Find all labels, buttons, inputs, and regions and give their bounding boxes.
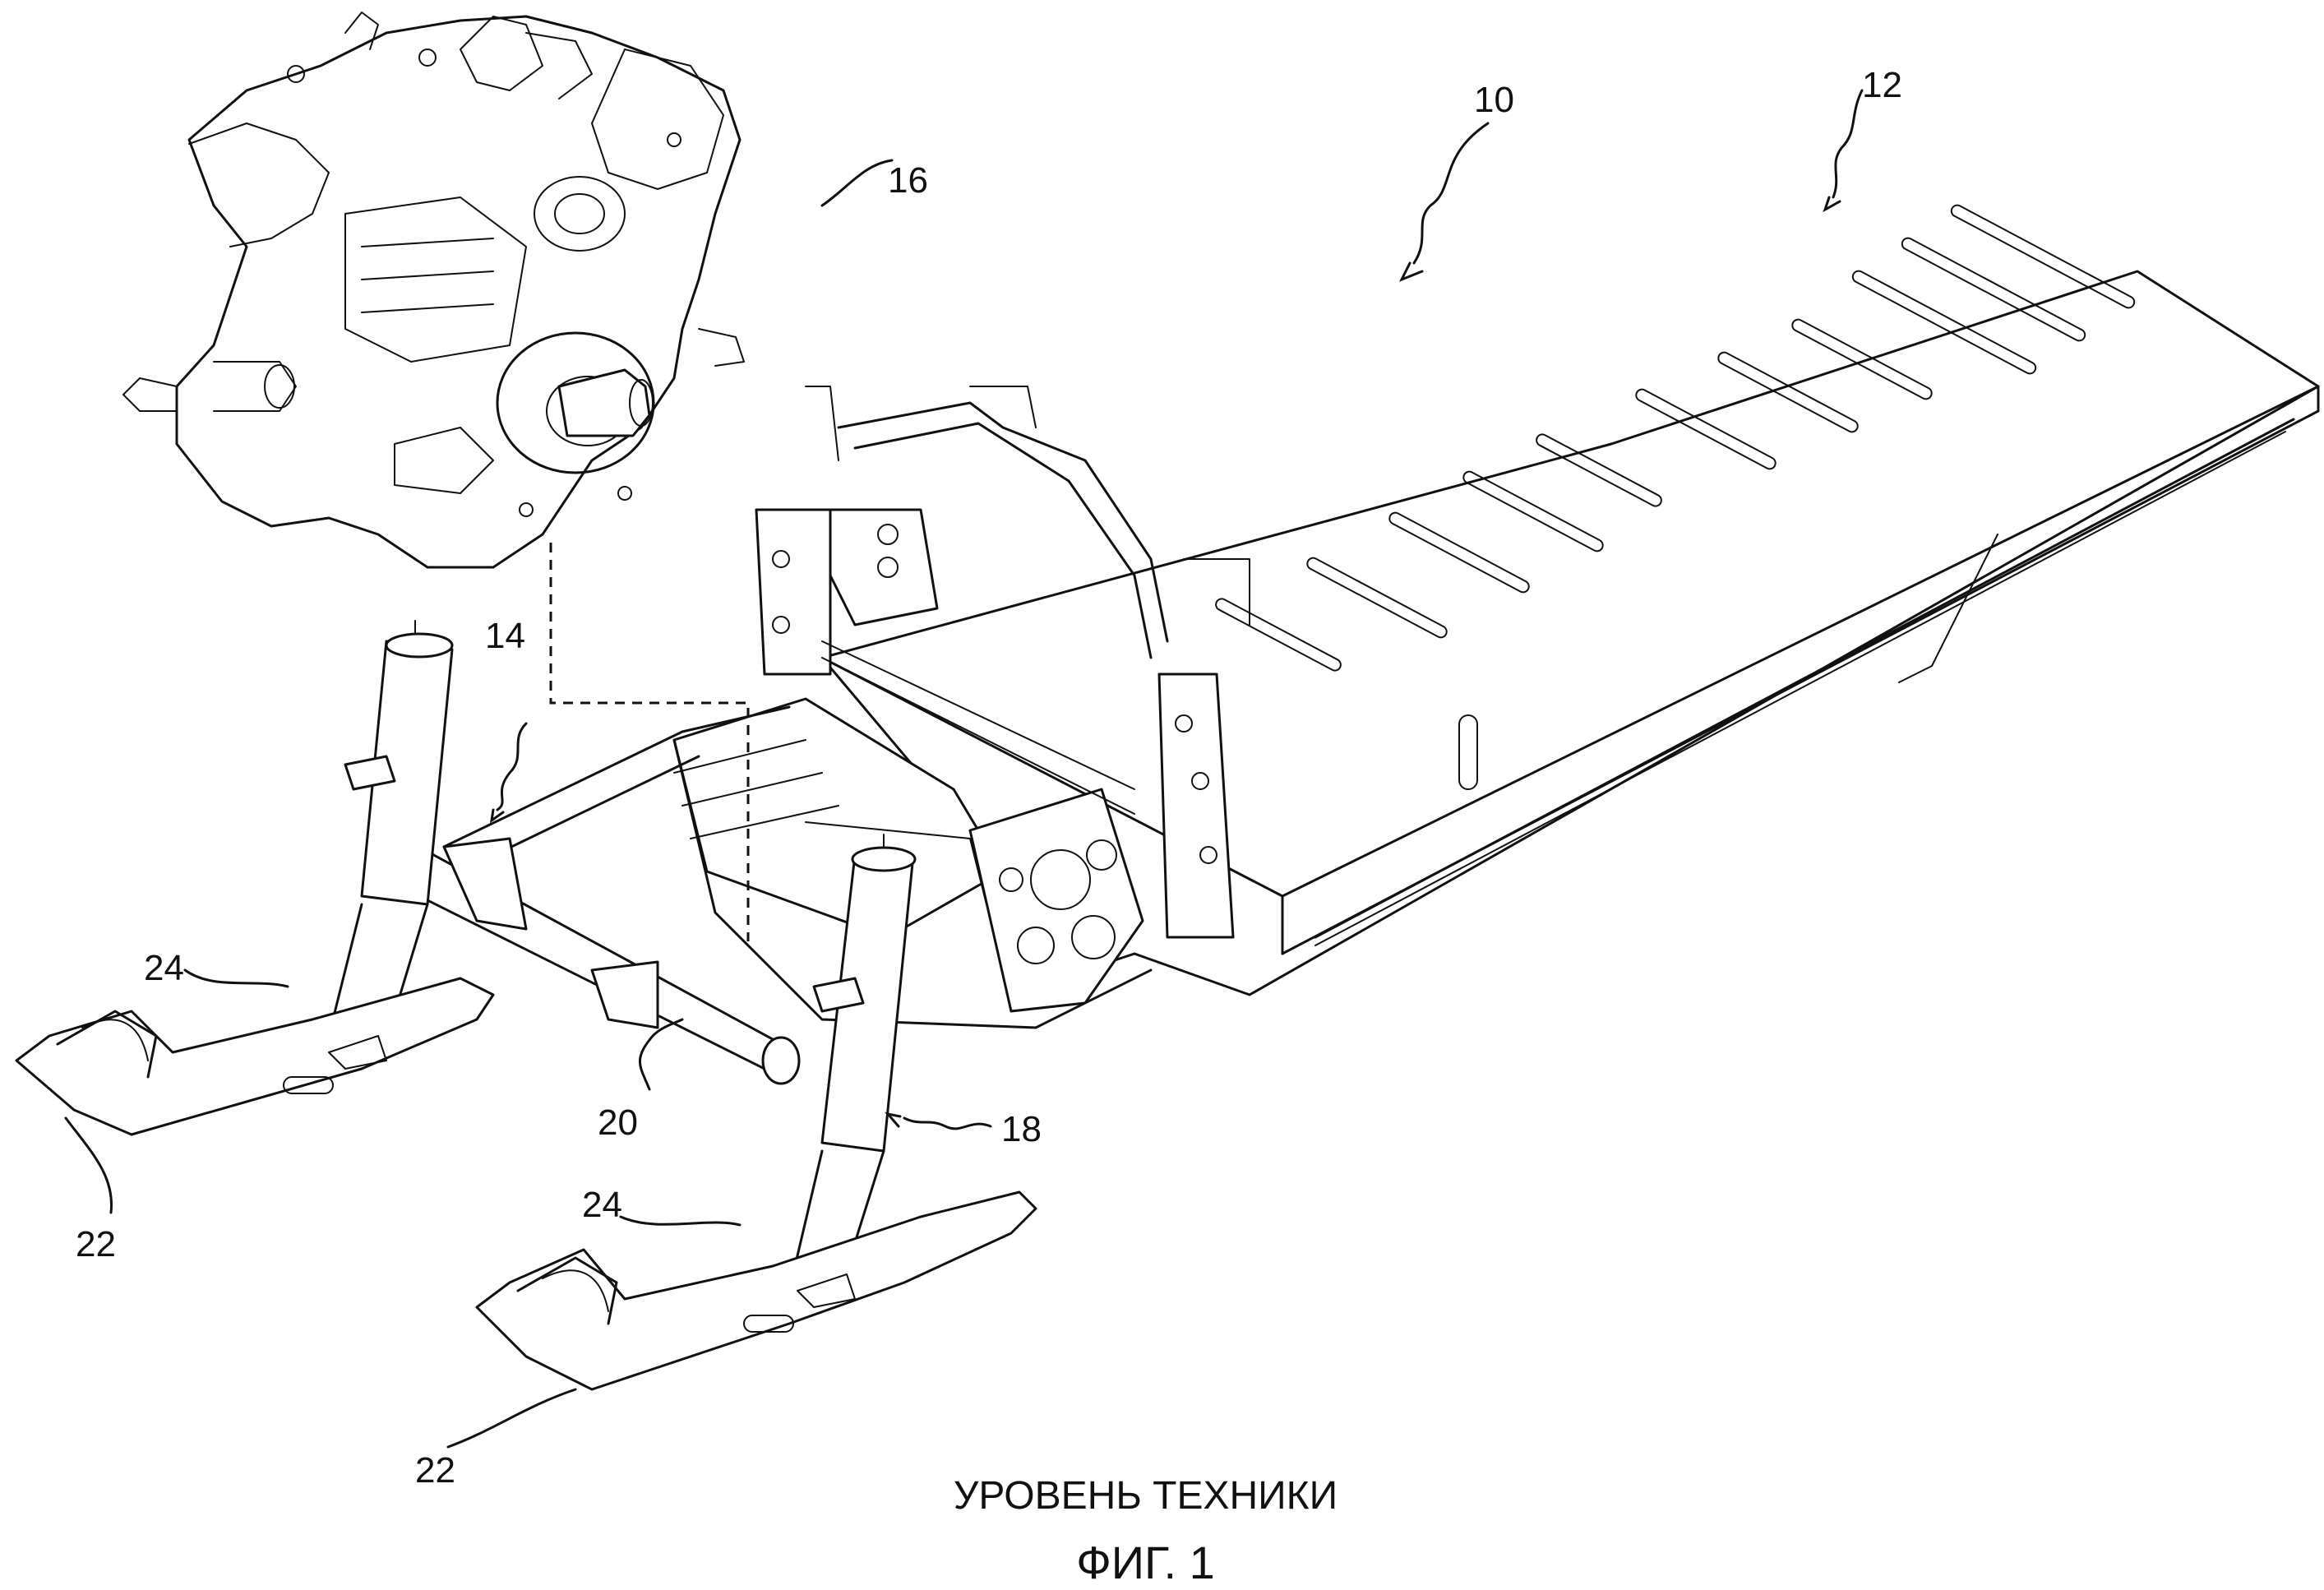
- leader-lines: [64, 89, 1864, 1449]
- upper-frame-drawing: [755, 386, 1250, 939]
- ref-label-22-right: 22: [415, 1450, 455, 1491]
- engine-mount-dashed-line: [549, 543, 750, 941]
- ref-label-20: 20: [598, 1102, 638, 1143]
- ref-label-22-left: 22: [76, 1224, 116, 1264]
- figure-caption: ФИГ. 1: [1076, 1537, 1215, 1588]
- front-frame-drawing: [442, 640, 1153, 1029]
- ref-label-24-right: 24: [582, 1185, 622, 1225]
- left-shock-drawing: [327, 620, 454, 1046]
- ref-label-10: 10: [1474, 80, 1514, 120]
- left-ski-drawing: [15, 977, 495, 1136]
- right-shock-drawing: [788, 834, 917, 1301]
- ref-label-14: 14: [485, 616, 525, 656]
- tunnel-slots: [1215, 204, 2136, 672]
- right-ski-drawing: [475, 1190, 1037, 1391]
- ref-label-24-left: 24: [144, 948, 184, 988]
- prior-art-caption: УРОВЕНЬ ТЕХНИКИ: [953, 1474, 1338, 1518]
- ref-label-16: 16: [888, 160, 928, 201]
- ref-label-12: 12: [1862, 65, 1902, 105]
- engine-drawing: [122, 12, 745, 569]
- ref-label-18: 18: [1001, 1109, 1042, 1149]
